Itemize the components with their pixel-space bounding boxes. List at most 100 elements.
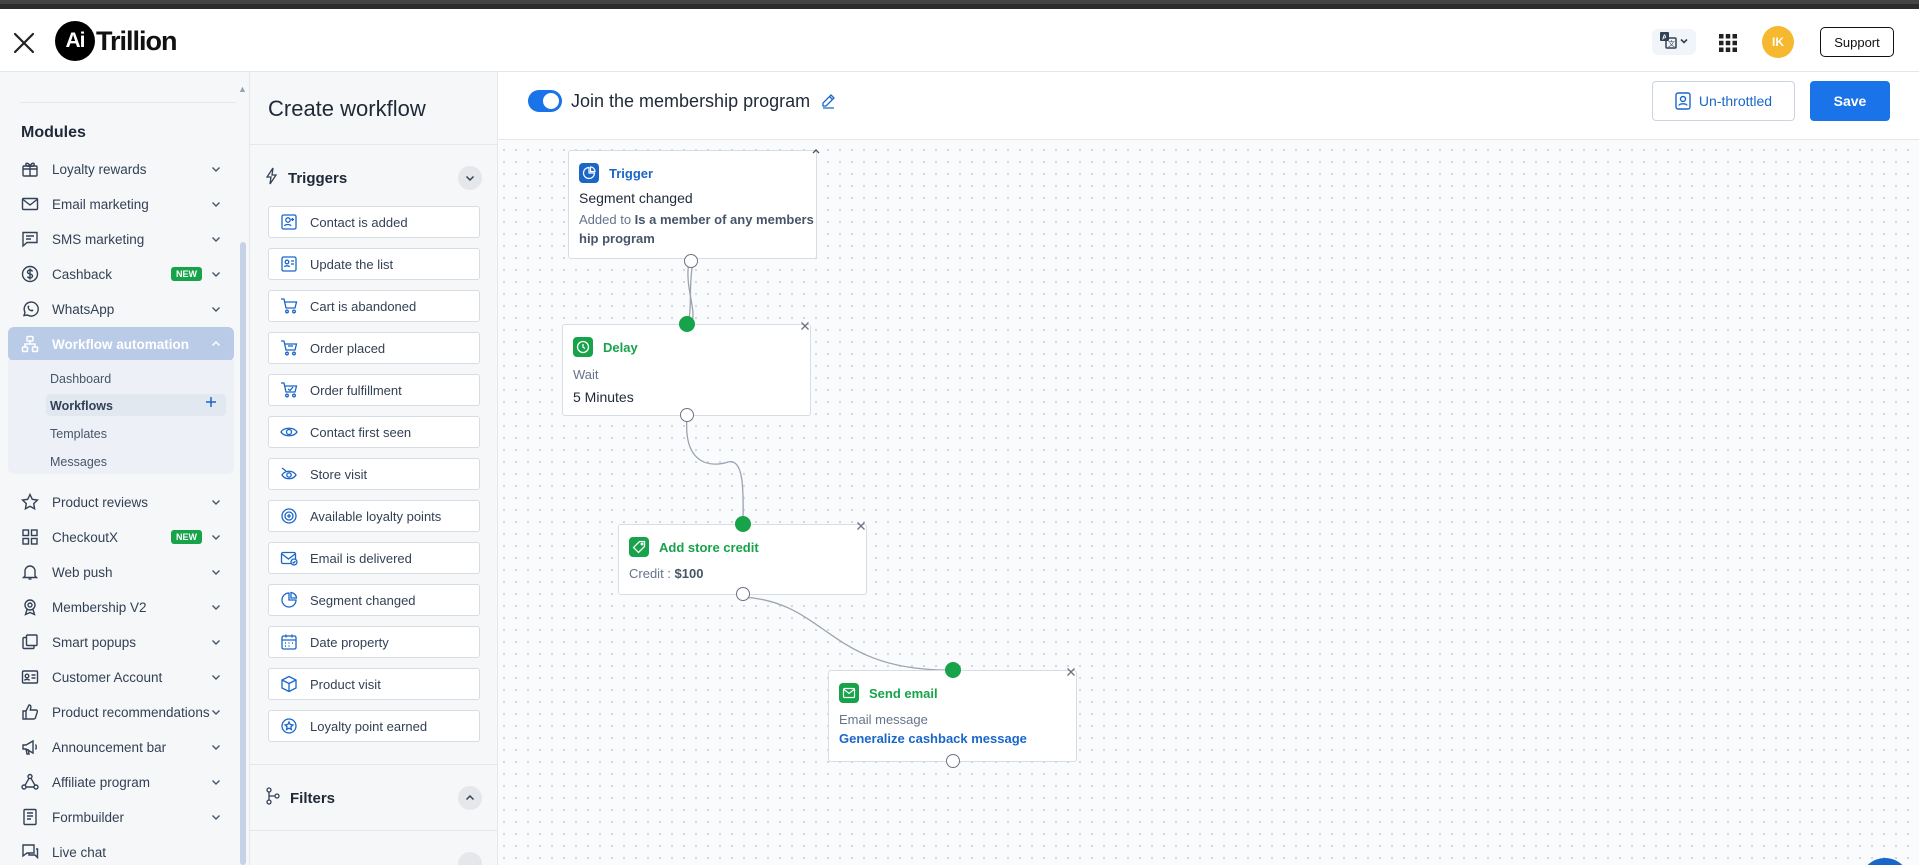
sidebar-item-customer-account[interactable]: Customer Account bbox=[8, 660, 234, 694]
trigger-order-fulfillment[interactable]: Order fulfillment bbox=[268, 374, 480, 406]
credit-output-port[interactable] bbox=[736, 587, 750, 601]
collapse-actions-button[interactable] bbox=[458, 852, 482, 865]
sidebar-item-live-chat[interactable]: Live chat bbox=[8, 835, 234, 865]
cart-icon bbox=[280, 339, 298, 357]
submenu-messages[interactable]: Messages bbox=[50, 455, 107, 469]
close-icon[interactable] bbox=[1064, 665, 1078, 679]
grid-icon bbox=[20, 527, 40, 547]
canvas-header: Join the membership program Un-throttled… bbox=[498, 72, 1919, 140]
sidebar-item-loyalty-rewards[interactable]: Loyalty rewards bbox=[8, 152, 234, 186]
trigger-date-property[interactable]: Date property bbox=[268, 626, 480, 658]
triggers-heading: Triggers bbox=[288, 169, 348, 187]
modules-sidebar: ▲ Modules Loyalty rewards Email marketin… bbox=[0, 72, 250, 865]
unthrottled-button[interactable]: Un-throttled bbox=[1652, 81, 1795, 121]
support-button[interactable]: Support bbox=[1820, 27, 1894, 57]
trigger-label: Order placed bbox=[310, 340, 386, 356]
trigger-output-port[interactable] bbox=[684, 254, 698, 268]
expand-filters-button[interactable] bbox=[458, 786, 482, 810]
trigger-order-placed[interactable]: Order placed bbox=[268, 332, 480, 364]
live-chat-icon bbox=[20, 842, 40, 862]
sidebar-item-label: Product reviews bbox=[52, 494, 149, 510]
trigger-available-loyalty-points[interactable]: Available loyalty points bbox=[268, 500, 480, 532]
add-workflow-plus-icon[interactable] bbox=[204, 395, 218, 409]
apps-grid-icon[interactable] bbox=[1718, 33, 1738, 53]
trigger-email-is-delivered[interactable]: Email is delivered bbox=[268, 542, 480, 574]
trigger-contact-first-seen[interactable]: Contact first seen bbox=[268, 416, 480, 448]
eye-icon bbox=[280, 423, 298, 441]
trigger-store-visit[interactable]: Store visit bbox=[268, 458, 480, 490]
chevron-up-icon[interactable] bbox=[811, 147, 821, 155]
delay-output-port[interactable] bbox=[680, 408, 694, 422]
sidebar-item-product-reviews[interactable]: Product reviews bbox=[8, 485, 234, 519]
pencil-edit-icon[interactable] bbox=[820, 93, 836, 109]
credit-input-port[interactable] bbox=[735, 516, 751, 532]
trigger-cart-is-abandoned[interactable]: Cart is abandoned bbox=[268, 290, 480, 322]
collapse-triggers-button[interactable] bbox=[458, 166, 482, 190]
close-icon[interactable] bbox=[12, 31, 36, 55]
trigger-label: Order fulfillment bbox=[310, 382, 402, 398]
sidebar-item-product-recommendations[interactable]: Product recommendations bbox=[8, 695, 234, 729]
send-email-node[interactable]: Send email Email message Generalize cash… bbox=[828, 668, 1077, 762]
sidebar-item-sms-marketing[interactable]: SMS marketing bbox=[8, 222, 234, 256]
chevron-down-icon bbox=[212, 640, 220, 645]
save-button[interactable]: Save bbox=[1810, 81, 1890, 121]
sidebar-item-announcement-bar[interactable]: Announcement bar bbox=[8, 730, 234, 764]
sidebar-item-web-push[interactable]: Web push bbox=[8, 555, 234, 589]
chevron-down-icon bbox=[212, 272, 220, 277]
sidebar-item-membership-v2[interactable]: Membership V2 bbox=[8, 590, 234, 624]
new-badge: NEW bbox=[171, 267, 202, 281]
sidebar-scrollbar[interactable] bbox=[240, 242, 246, 865]
clock-icon bbox=[573, 337, 593, 357]
email-message-link[interactable]: Generalize cashback message bbox=[839, 731, 1027, 746]
popup-icon bbox=[20, 632, 40, 652]
actions-section-header-partial[interactable] bbox=[266, 850, 482, 865]
sidebar-item-formbuilder[interactable]: Formbuilder bbox=[8, 800, 234, 834]
contact-add-icon bbox=[280, 213, 298, 231]
sidebar-item-smart-popups[interactable]: Smart popups bbox=[8, 625, 234, 659]
thumbs-icon bbox=[20, 702, 40, 722]
help-chat-button[interactable] bbox=[1860, 858, 1910, 865]
trigger-product-visit[interactable]: Product visit bbox=[268, 668, 480, 700]
submenu-templates[interactable]: Templates bbox=[50, 427, 107, 441]
delay-input-port[interactable] bbox=[679, 316, 695, 332]
email-label: Email message bbox=[839, 712, 928, 727]
close-icon[interactable] bbox=[854, 519, 868, 533]
workflow-canvas[interactable]: Join the membership program Un-throttled… bbox=[498, 72, 1919, 865]
avatar[interactable]: IK bbox=[1762, 26, 1794, 58]
sidebar-item-checkoutx[interactable]: CheckoutX NEW bbox=[8, 520, 234, 554]
contact-card-icon bbox=[1675, 92, 1691, 110]
network-icon bbox=[20, 772, 40, 792]
submenu-dashboard[interactable]: Dashboard bbox=[50, 372, 112, 386]
sidebar-item-label: Customer Account bbox=[52, 669, 163, 685]
divider bbox=[250, 144, 497, 145]
close-icon[interactable] bbox=[798, 319, 812, 333]
triggers-section-header[interactable]: Triggers bbox=[265, 164, 482, 192]
sidebar-item-whatsapp[interactable]: WhatsApp bbox=[8, 292, 234, 326]
scroll-up-arrow-icon[interactable]: ▲ bbox=[238, 84, 247, 94]
sidebar-item-affiliate-program[interactable]: Affiliate program bbox=[8, 765, 234, 799]
submenu-workflows[interactable]: Workflows bbox=[50, 399, 113, 413]
workflow-active-toggle[interactable] bbox=[528, 90, 562, 112]
trigger-label: Contact first seen bbox=[310, 424, 412, 440]
sidebar-item-email-marketing[interactable]: Email marketing bbox=[8, 187, 234, 221]
chevron-down-icon bbox=[465, 175, 475, 182]
logo[interactable]: Ai Trillion bbox=[55, 21, 178, 61]
trigger-loyalty-point-earned[interactable]: Loyalty point earned bbox=[268, 710, 480, 742]
chevron-down-icon bbox=[212, 237, 220, 242]
delay-node[interactable]: Delay Wait 5 Minutes bbox=[562, 322, 811, 416]
medal-icon bbox=[20, 597, 40, 617]
trigger-label: Update the list bbox=[310, 256, 394, 272]
trigger-contact-is-added[interactable]: Contact is added bbox=[268, 206, 480, 238]
sidebar-item-workflow-automation[interactable]: Workflow automation bbox=[8, 327, 234, 361]
sidebar-item-cashback[interactable]: Cashback NEW bbox=[8, 257, 234, 291]
filters-section-header[interactable]: Filters bbox=[266, 784, 482, 812]
trigger-update-the-list[interactable]: Update the list bbox=[268, 248, 480, 280]
dollar-icon bbox=[20, 264, 40, 284]
node-type: Trigger bbox=[609, 165, 654, 181]
email-input-port[interactable] bbox=[945, 662, 961, 678]
add-store-credit-node[interactable]: Add store credit Credit : $100 bbox=[618, 522, 867, 595]
trigger-segment-changed[interactable]: Segment changed bbox=[268, 584, 480, 616]
email-output-port[interactable] bbox=[946, 754, 960, 768]
trigger-node[interactable]: Trigger Segment changed Added to Is a me… bbox=[568, 149, 820, 259]
